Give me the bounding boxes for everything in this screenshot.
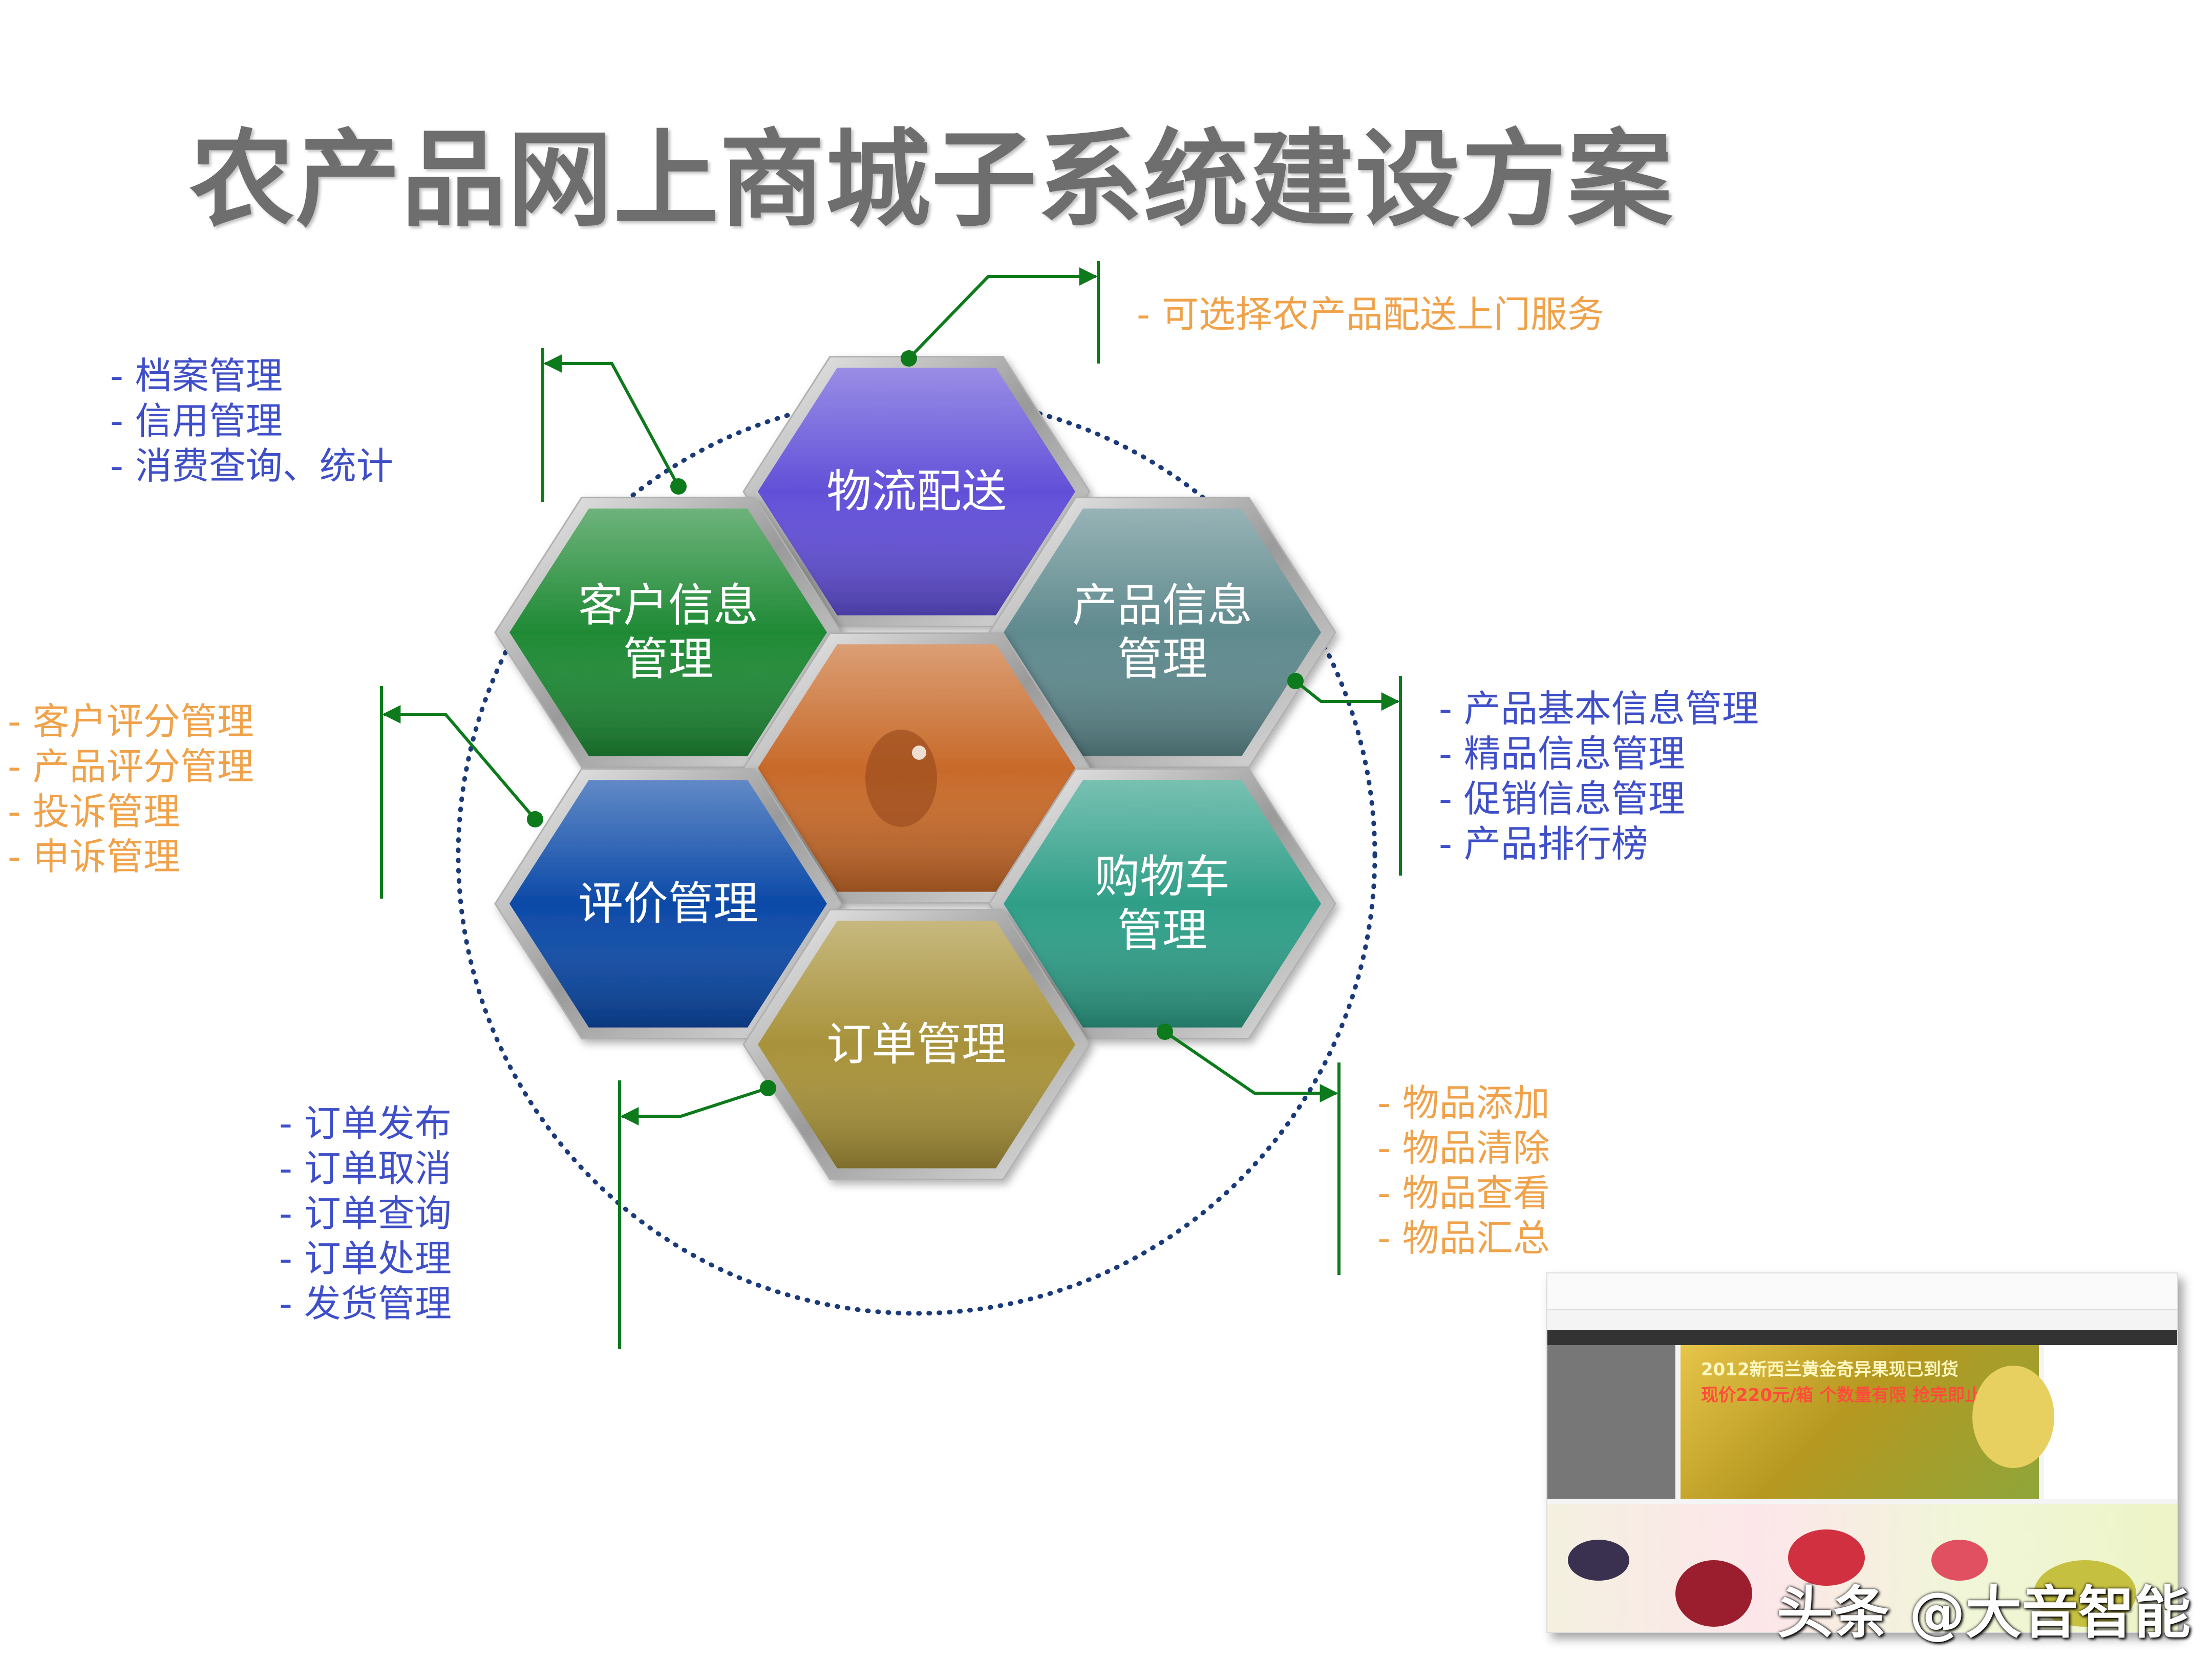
note-line: - 消费查询、统计 [110, 444, 393, 487]
hex-logistics: 物流配送 [742, 356, 1091, 627]
note-line: - 产品排行榜 [1439, 822, 1648, 865]
hex-label-product: 管理 [1117, 633, 1207, 686]
customer-notes: - 档案管理 - 信用管理 - 消费查询、统计 [110, 353, 393, 488]
note-line: - 产品基本信息管理 [1439, 687, 1759, 730]
hex-center [742, 632, 1091, 904]
note-line: - 物品清除 [1377, 1126, 1550, 1169]
note-line: - 发货管理 [279, 1282, 452, 1325]
connector-customer [541, 348, 687, 502]
fruit-image [1931, 1540, 1988, 1581]
hex-label-review: 评价管理 [578, 877, 758, 930]
note-line: - 档案管理 [110, 354, 283, 397]
note-line: - 产品评分管理 [8, 745, 254, 788]
fruit-image [2034, 1560, 2136, 1627]
note-line: - 投诉管理 [8, 790, 180, 833]
note-line: - 信用管理 [110, 399, 283, 442]
note-line: - 促销信息管理 [1439, 777, 1685, 820]
hex-label-customer: 管理 [623, 633, 713, 686]
product-notes: - 产品基本信息管理 - 精品信息管理 - 促销信息管理 - 产品排行榜 [1439, 686, 1759, 866]
connector-review [380, 686, 543, 899]
fruit-image [1972, 1366, 2054, 1468]
review-notes: - 客户评分管理 - 产品评分管理 - 投诉管理 - 申诉管理 [8, 699, 254, 879]
hex-label-cart: 管理 [1117, 904, 1207, 957]
water-drop-icon [865, 730, 937, 827]
note-line: - 客户评分管理 [8, 700, 254, 743]
screenshot-nav [1547, 1330, 2177, 1345]
cart-notes: - 物品添加 - 物品清除 - 物品查看 - 物品汇总 [1377, 1080, 1550, 1261]
screenshot-sidebar [1547, 1345, 1675, 1499]
order-notes: - 订单发布 - 订单取消 - 订单查询 - 订单处理 - 发货管理 [279, 1101, 452, 1326]
screenshot-right-panel [2044, 1345, 2177, 1499]
watermark: 头条 @大音智能 [1777, 1580, 2191, 1646]
hex-label-cart: 购物车 [1095, 850, 1230, 903]
note-line: - 申诉管理 [8, 835, 180, 878]
hex-label-order: 订单管理 [826, 1018, 1007, 1071]
note-line: - 物品汇总 [1377, 1217, 1550, 1260]
fruit-image [1568, 1540, 1629, 1581]
hex-review: 评价管理 [494, 768, 842, 1039]
screenshot-topbar [1547, 1273, 2177, 1310]
screenshot-banner-price: 现价220元/箱 个数量有限 抢完即止 [1701, 1385, 1983, 1406]
note-line: - 精品信息管理 [1439, 732, 1685, 775]
hex-order: 订单管理 [742, 909, 1091, 1180]
note-line: - 订单处理 [279, 1237, 452, 1280]
note-line: - 订单发布 [279, 1102, 452, 1145]
note-line: - 物品添加 [1377, 1081, 1550, 1124]
note-line: - 物品查看 [1377, 1172, 1550, 1215]
page-title: 农产品网上商城子系统建设方案 [189, 119, 1673, 241]
hex-label-customer: 客户信息 [578, 579, 758, 632]
note-line: - 可选择农产品配送上门服务 [1137, 293, 1604, 336]
connector-product [1287, 673, 1402, 876]
fruit-image [1675, 1560, 1752, 1627]
hex-label-product: 产品信息 [1072, 579, 1252, 632]
connector-logistics [901, 261, 1100, 367]
fruit-image [1788, 1529, 1865, 1586]
note-line: - 订单取消 [279, 1147, 452, 1190]
connector-cart [1157, 1024, 1341, 1275]
website-screenshot: 2012新西兰黄金奇异果现已到货 现价220元/箱 个数量有限 抢完即止 [1546, 1272, 2178, 1633]
screenshot-banner-headline: 2012新西兰黄金奇异果现已到货 [1701, 1359, 1959, 1380]
note-line: - 订单查询 [279, 1192, 452, 1235]
hex-label-logistics: 物流配送 [826, 465, 1007, 518]
connector-order [618, 1080, 776, 1349]
logistics-notes: - 可选择农产品配送上门服务 [1137, 292, 1604, 337]
